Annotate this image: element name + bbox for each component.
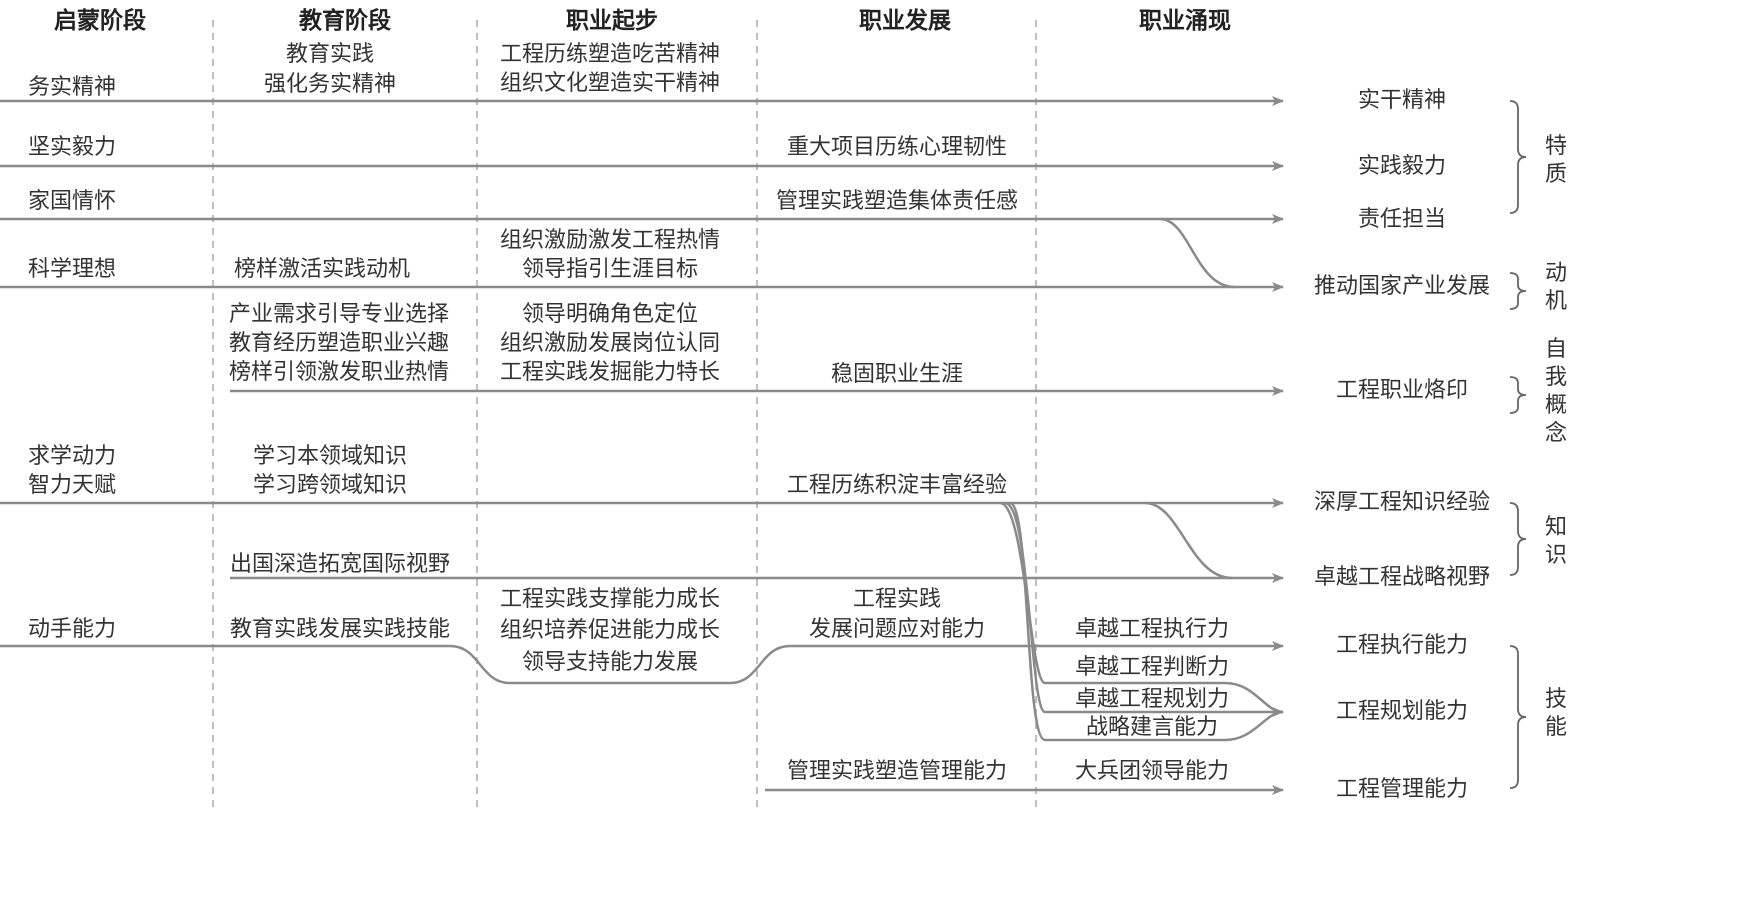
- group-label: 动机: [1544, 261, 1567, 314]
- education-text: 强化务实精神: [263, 72, 397, 97]
- outcome-label: 推动国家产业发展: [1313, 274, 1491, 299]
- career-start-text: 领导支持能力发展: [521, 650, 699, 675]
- career-start-text: 工程实践支撑能力成长: [499, 587, 721, 612]
- stage-header: 职业起步: [566, 8, 658, 34]
- career-start-text: 工程实践发掘能力特长: [499, 360, 721, 385]
- stage-dividers: [212, 20, 1037, 812]
- education-text: 榜样激活实践动机: [234, 257, 411, 282]
- career-start-text: 组织激励激发工程热情: [499, 228, 721, 253]
- outcome-label: 深厚工程知识经验: [1313, 490, 1491, 515]
- factor-label: 求学动力: [28, 444, 117, 469]
- stage-header: 职业发展: [859, 8, 951, 34]
- stage-header: 启蒙阶段: [54, 8, 146, 34]
- education-text: 教育实践: [285, 42, 375, 67]
- education-text: 出国深造拓宽国际视野: [230, 552, 451, 577]
- factor-label: 科学理想: [28, 257, 117, 282]
- stage-header: 教育阶段: [299, 8, 391, 34]
- flow-planning: [1004, 501, 1284, 717]
- flow-responsibility-branch: [1159, 217, 1236, 289]
- career-dev-text: 重大项目历练心理韧性: [786, 135, 1008, 160]
- career-dev-text: 工程实践: [852, 587, 942, 612]
- career-start-text: 组织培养促进能力成长: [499, 618, 721, 643]
- career-dev-text: 管理实践塑造管理能力: [786, 759, 1008, 784]
- career-start-text: 工程历练塑造吃苦精神: [499, 42, 721, 67]
- career-start-text: 领导指引生涯目标: [521, 257, 699, 282]
- outcome-label: 卓越工程战略视野: [1313, 565, 1491, 590]
- career-dev-text: 稳固职业生涯: [830, 362, 964, 387]
- flow-advice: [1009, 501, 1284, 742]
- career-start-text: 组织激励发展岗位认同: [499, 331, 721, 356]
- education-text: 教育实践发展实践技能: [230, 617, 451, 642]
- career-start-text: 领导明确角色定位: [521, 302, 699, 327]
- factor-label: 动手能力: [28, 617, 117, 642]
- group-label: 技能: [1544, 687, 1567, 740]
- outcome-label: 责任担当: [1357, 207, 1447, 232]
- outcome-label: 工程规划能力: [1335, 699, 1469, 724]
- education-text: 教育经历塑造职业兴趣: [229, 331, 450, 356]
- emergence-text: 大兵团领导能力: [1074, 759, 1230, 784]
- emergence-text: 卓越工程判断力: [1074, 655, 1230, 680]
- group-brackets: [1509, 100, 1527, 789]
- outcome-label: 工程执行能力: [1335, 633, 1469, 658]
- career-dev-text: 发展问题应对能力: [808, 617, 986, 642]
- career-dev-text: 工程历练积淀丰富经验: [786, 473, 1008, 498]
- career-dev-text: 管理实践塑造集体责任感: [775, 189, 1019, 214]
- outcome-label: 实干精神: [1357, 88, 1447, 113]
- education-text: 学习跨领域知识: [252, 473, 408, 498]
- emergence-text: 卓越工程执行力: [1074, 617, 1230, 642]
- flow-knowledge-branch: [1144, 501, 1233, 580]
- emergence-text: 卓越工程规划力: [1074, 687, 1230, 712]
- education-text: 榜样引领激发职业热情: [229, 360, 450, 385]
- factor-label: 务实精神: [28, 75, 117, 100]
- group-label: 特质: [1544, 134, 1567, 187]
- education-text: 学习本领域知识: [252, 444, 408, 469]
- outcome-label: 实践毅力: [1357, 154, 1447, 179]
- group-label: 自我概念: [1544, 337, 1567, 446]
- factor-label: 家国情怀: [28, 189, 117, 214]
- stage-header: 职业涌现: [1139, 8, 1231, 34]
- group-label: 知识: [1544, 515, 1567, 568]
- education-text: 产业需求引导专业选择: [229, 302, 450, 327]
- factor-label: 坚实毅力: [28, 135, 117, 160]
- career-start-text: 组织文化塑造实干精神: [499, 71, 721, 96]
- factor-label: 智力天赋: [28, 473, 117, 498]
- flow-execution: [0, 641, 1284, 685]
- outcome-label: 工程职业烙印: [1335, 378, 1469, 403]
- outcome-label: 工程管理能力: [1335, 777, 1469, 802]
- emergence-text: 战略建言能力: [1085, 715, 1219, 740]
- flow-judgement: [999, 501, 1284, 714]
